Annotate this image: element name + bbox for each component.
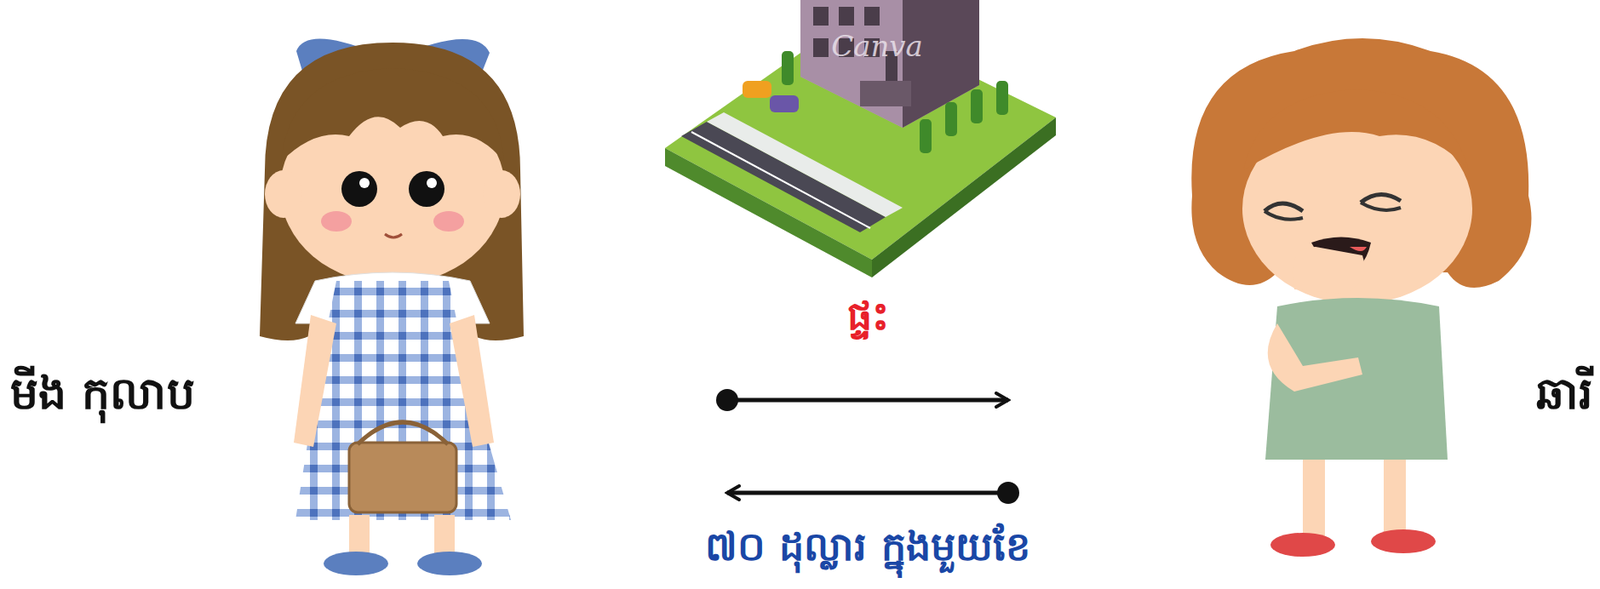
person-group: មីង កុលាប	[0, 51, 728, 589]
person-group: ឆារី	[1008, 51, 1600, 589]
building-illustration	[665, 0, 1056, 278]
watermark: Canva	[831, 28, 924, 64]
girl-illustration	[1191, 38, 1532, 557]
girl-illustration	[259, 38, 524, 576]
person-name: មីង កុលាប	[10, 367, 195, 420]
flow-arrow	[727, 491, 1009, 496]
flow-arrow	[727, 398, 1009, 403]
edge-label: ៧០ ដុល្លារ ក្នុងមួយខែ	[699, 523, 1035, 571]
edge-label: ផ្ទះ	[842, 292, 895, 340]
person-name: ឆារី	[1536, 367, 1594, 420]
